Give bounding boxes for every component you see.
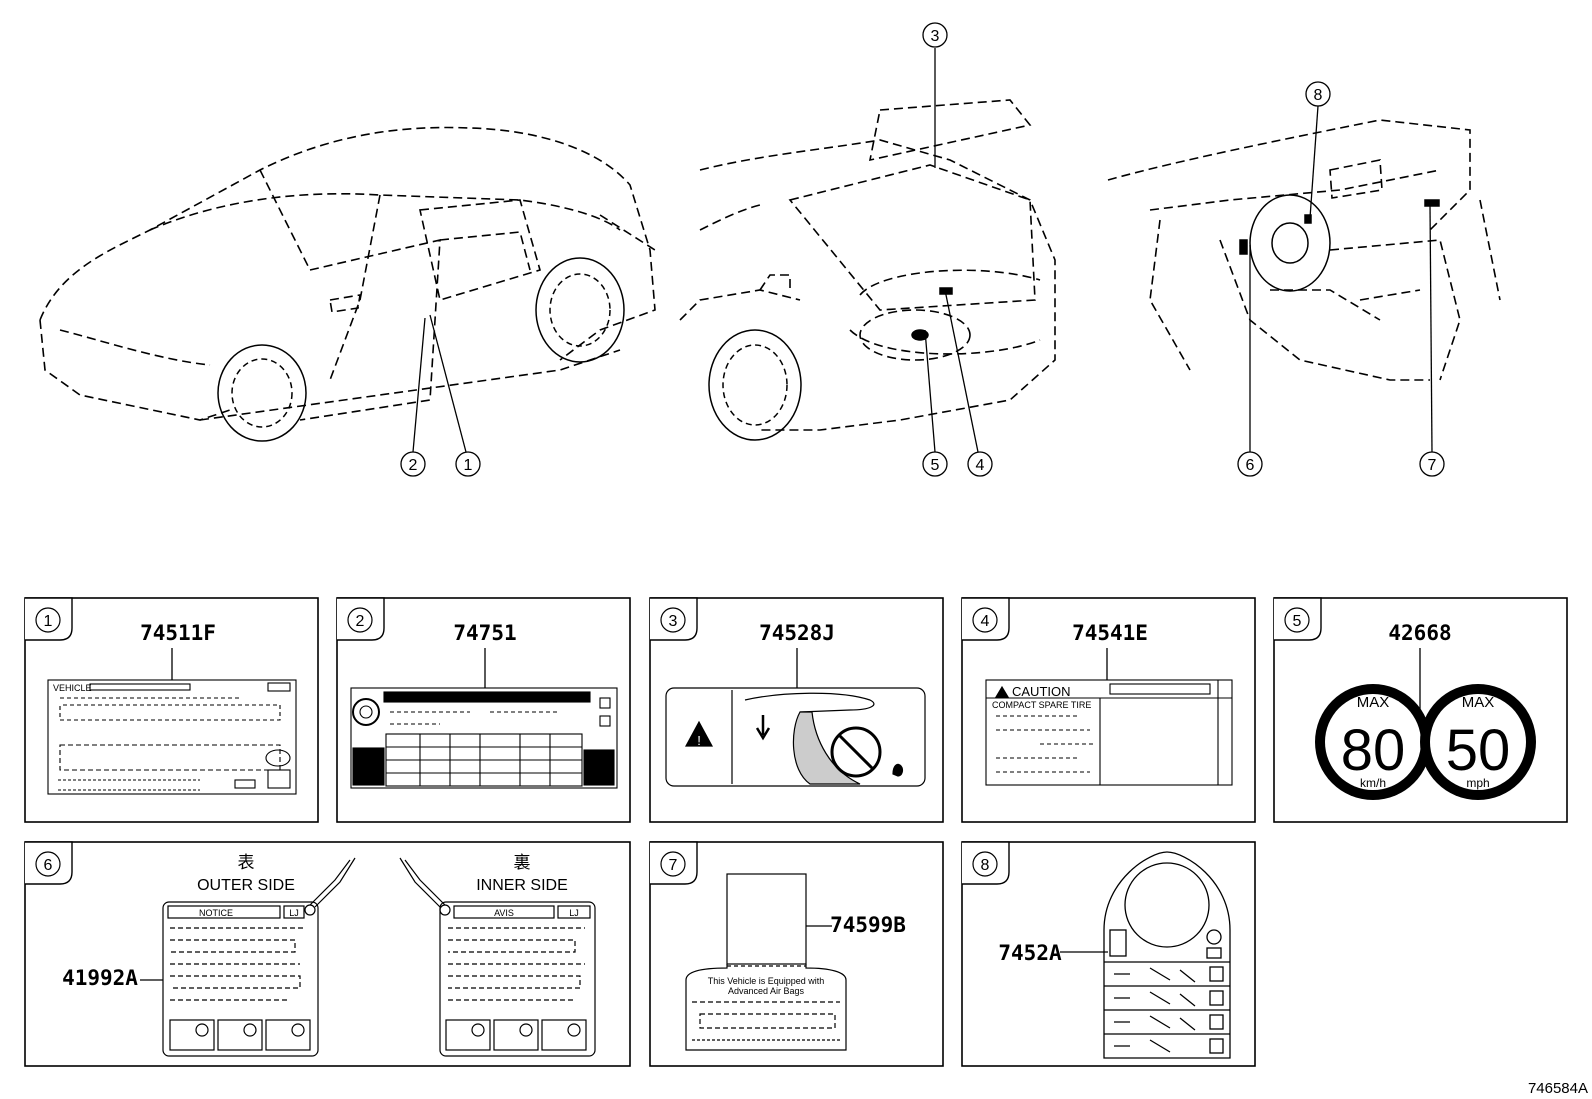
svg-text:This Vehicle is Equipped with: This Vehicle is Equipped with bbox=[708, 976, 825, 986]
panel-3 bbox=[649, 597, 944, 823]
callout-3: 3 bbox=[922, 22, 948, 48]
svg-text:CAUTION: CAUTION bbox=[1012, 684, 1071, 699]
warning-triangle-icon: ! bbox=[684, 720, 714, 748]
panel-7 bbox=[649, 841, 944, 1067]
svg-text:5: 5 bbox=[931, 457, 940, 474]
label-41992A: 表 OUTER SIDE 裏 INNER SIDE NOTICE LJ bbox=[140, 852, 596, 1057]
part-number-41992A: 41992A bbox=[62, 966, 138, 990]
part-number-74511F: 74511F bbox=[140, 621, 216, 645]
svg-text:2: 2 bbox=[356, 613, 365, 630]
callout-8: 8 bbox=[1305, 81, 1331, 107]
svg-text:VEHICLE: VEHICLE bbox=[53, 683, 92, 693]
panel-number-tabs: 1 2 3 4 5 6 7 8 bbox=[25, 597, 1322, 885]
vehicle-front-view bbox=[39, 126, 656, 421]
callout-7: 7 bbox=[1419, 451, 1445, 477]
svg-text:80: 80 bbox=[1341, 718, 1406, 783]
callout-4: 4 bbox=[967, 451, 993, 477]
svg-text:km/h: km/h bbox=[1360, 776, 1386, 790]
svg-text:8: 8 bbox=[981, 857, 990, 874]
wheels-front-view bbox=[217, 257, 625, 442]
svg-text:3: 3 bbox=[931, 28, 940, 45]
part-number-42668: 42668 bbox=[1388, 621, 1451, 645]
part-number-74599B: 74599B bbox=[830, 913, 906, 937]
wheel-rear-view bbox=[708, 287, 953, 441]
label-7452A bbox=[1060, 851, 1231, 1059]
svg-text:mph: mph bbox=[1466, 776, 1489, 790]
svg-text:3: 3 bbox=[669, 613, 678, 630]
no-entry-icon bbox=[830, 726, 882, 778]
panel-2 bbox=[336, 597, 631, 823]
tire-icon bbox=[352, 698, 380, 726]
panel-4 bbox=[961, 597, 1256, 823]
svg-text:4: 4 bbox=[981, 613, 990, 630]
label-74599B: This Vehicle is Equipped with Advanced A… bbox=[685, 873, 847, 1051]
svg-text:4: 4 bbox=[976, 457, 985, 474]
leader-lines bbox=[412, 48, 1433, 453]
svg-text:1: 1 bbox=[44, 613, 53, 630]
svg-text:!: ! bbox=[697, 733, 701, 748]
diagram-reference-number: 746584A bbox=[1528, 1080, 1588, 1097]
svg-text:表: 表 bbox=[238, 853, 255, 873]
svg-text:5: 5 bbox=[1293, 613, 1302, 630]
svg-text:7: 7 bbox=[669, 857, 678, 874]
label-74751 bbox=[350, 648, 618, 789]
part-number-7452A: 7452A bbox=[998, 941, 1062, 965]
svg-text:LJ: LJ bbox=[289, 908, 299, 918]
svg-text:6: 6 bbox=[1246, 457, 1255, 474]
svg-text:MAX: MAX bbox=[1357, 694, 1390, 711]
svg-text:OUTER SIDE: OUTER SIDE bbox=[197, 877, 295, 894]
callout-2: 2 bbox=[400, 451, 426, 477]
svg-text:8: 8 bbox=[1314, 87, 1323, 104]
svg-text:7: 7 bbox=[1428, 457, 1437, 474]
svg-text:裏: 裏 bbox=[514, 852, 531, 873]
panel-1 bbox=[24, 597, 319, 823]
callout-5: 5 bbox=[922, 451, 948, 477]
panel-6 bbox=[24, 841, 631, 1067]
panel-5 bbox=[1273, 597, 1568, 823]
part-number-74751: 74751 bbox=[453, 621, 516, 645]
svg-text:2: 2 bbox=[409, 457, 418, 474]
panel-8 bbox=[961, 841, 1256, 1067]
callout-6: 6 bbox=[1237, 451, 1263, 477]
part-number-74541E: 74541E bbox=[1072, 621, 1148, 645]
vehicle-interior-view bbox=[1107, 119, 1501, 381]
callout-1: 1 bbox=[455, 451, 481, 477]
label-42668: MAX 80 km/h MAX 50 mph bbox=[1315, 648, 1536, 800]
svg-text:INNER SIDE: INNER SIDE bbox=[476, 877, 568, 894]
down-arrow-icon bbox=[755, 715, 771, 741]
svg-text:COMPACT SPARE TIRE: COMPACT SPARE TIRE bbox=[992, 700, 1091, 710]
callout-circles: 3 8 2 1 5 4 6 7 bbox=[400, 22, 1445, 477]
label-74528J: ! bbox=[665, 648, 926, 787]
label-74541E: CAUTION COMPACT SPARE TIRE bbox=[985, 648, 1233, 786]
svg-text:1: 1 bbox=[464, 457, 473, 474]
steering-wheel bbox=[1239, 194, 1440, 292]
svg-text:LJ: LJ bbox=[569, 908, 579, 918]
label-74511F: VEHICLE bbox=[47, 648, 297, 795]
svg-text:NOTICE: NOTICE bbox=[199, 908, 233, 918]
part-number-74528J: 74528J bbox=[759, 621, 835, 645]
svg-text:Advanced Air Bags: Advanced Air Bags bbox=[728, 986, 805, 996]
svg-text:AVIS: AVIS bbox=[494, 908, 514, 918]
svg-text:50: 50 bbox=[1446, 718, 1511, 783]
svg-text:MAX: MAX bbox=[1462, 694, 1495, 711]
vehicle-rear-view bbox=[679, 99, 1056, 431]
svg-text:6: 6 bbox=[44, 857, 53, 874]
